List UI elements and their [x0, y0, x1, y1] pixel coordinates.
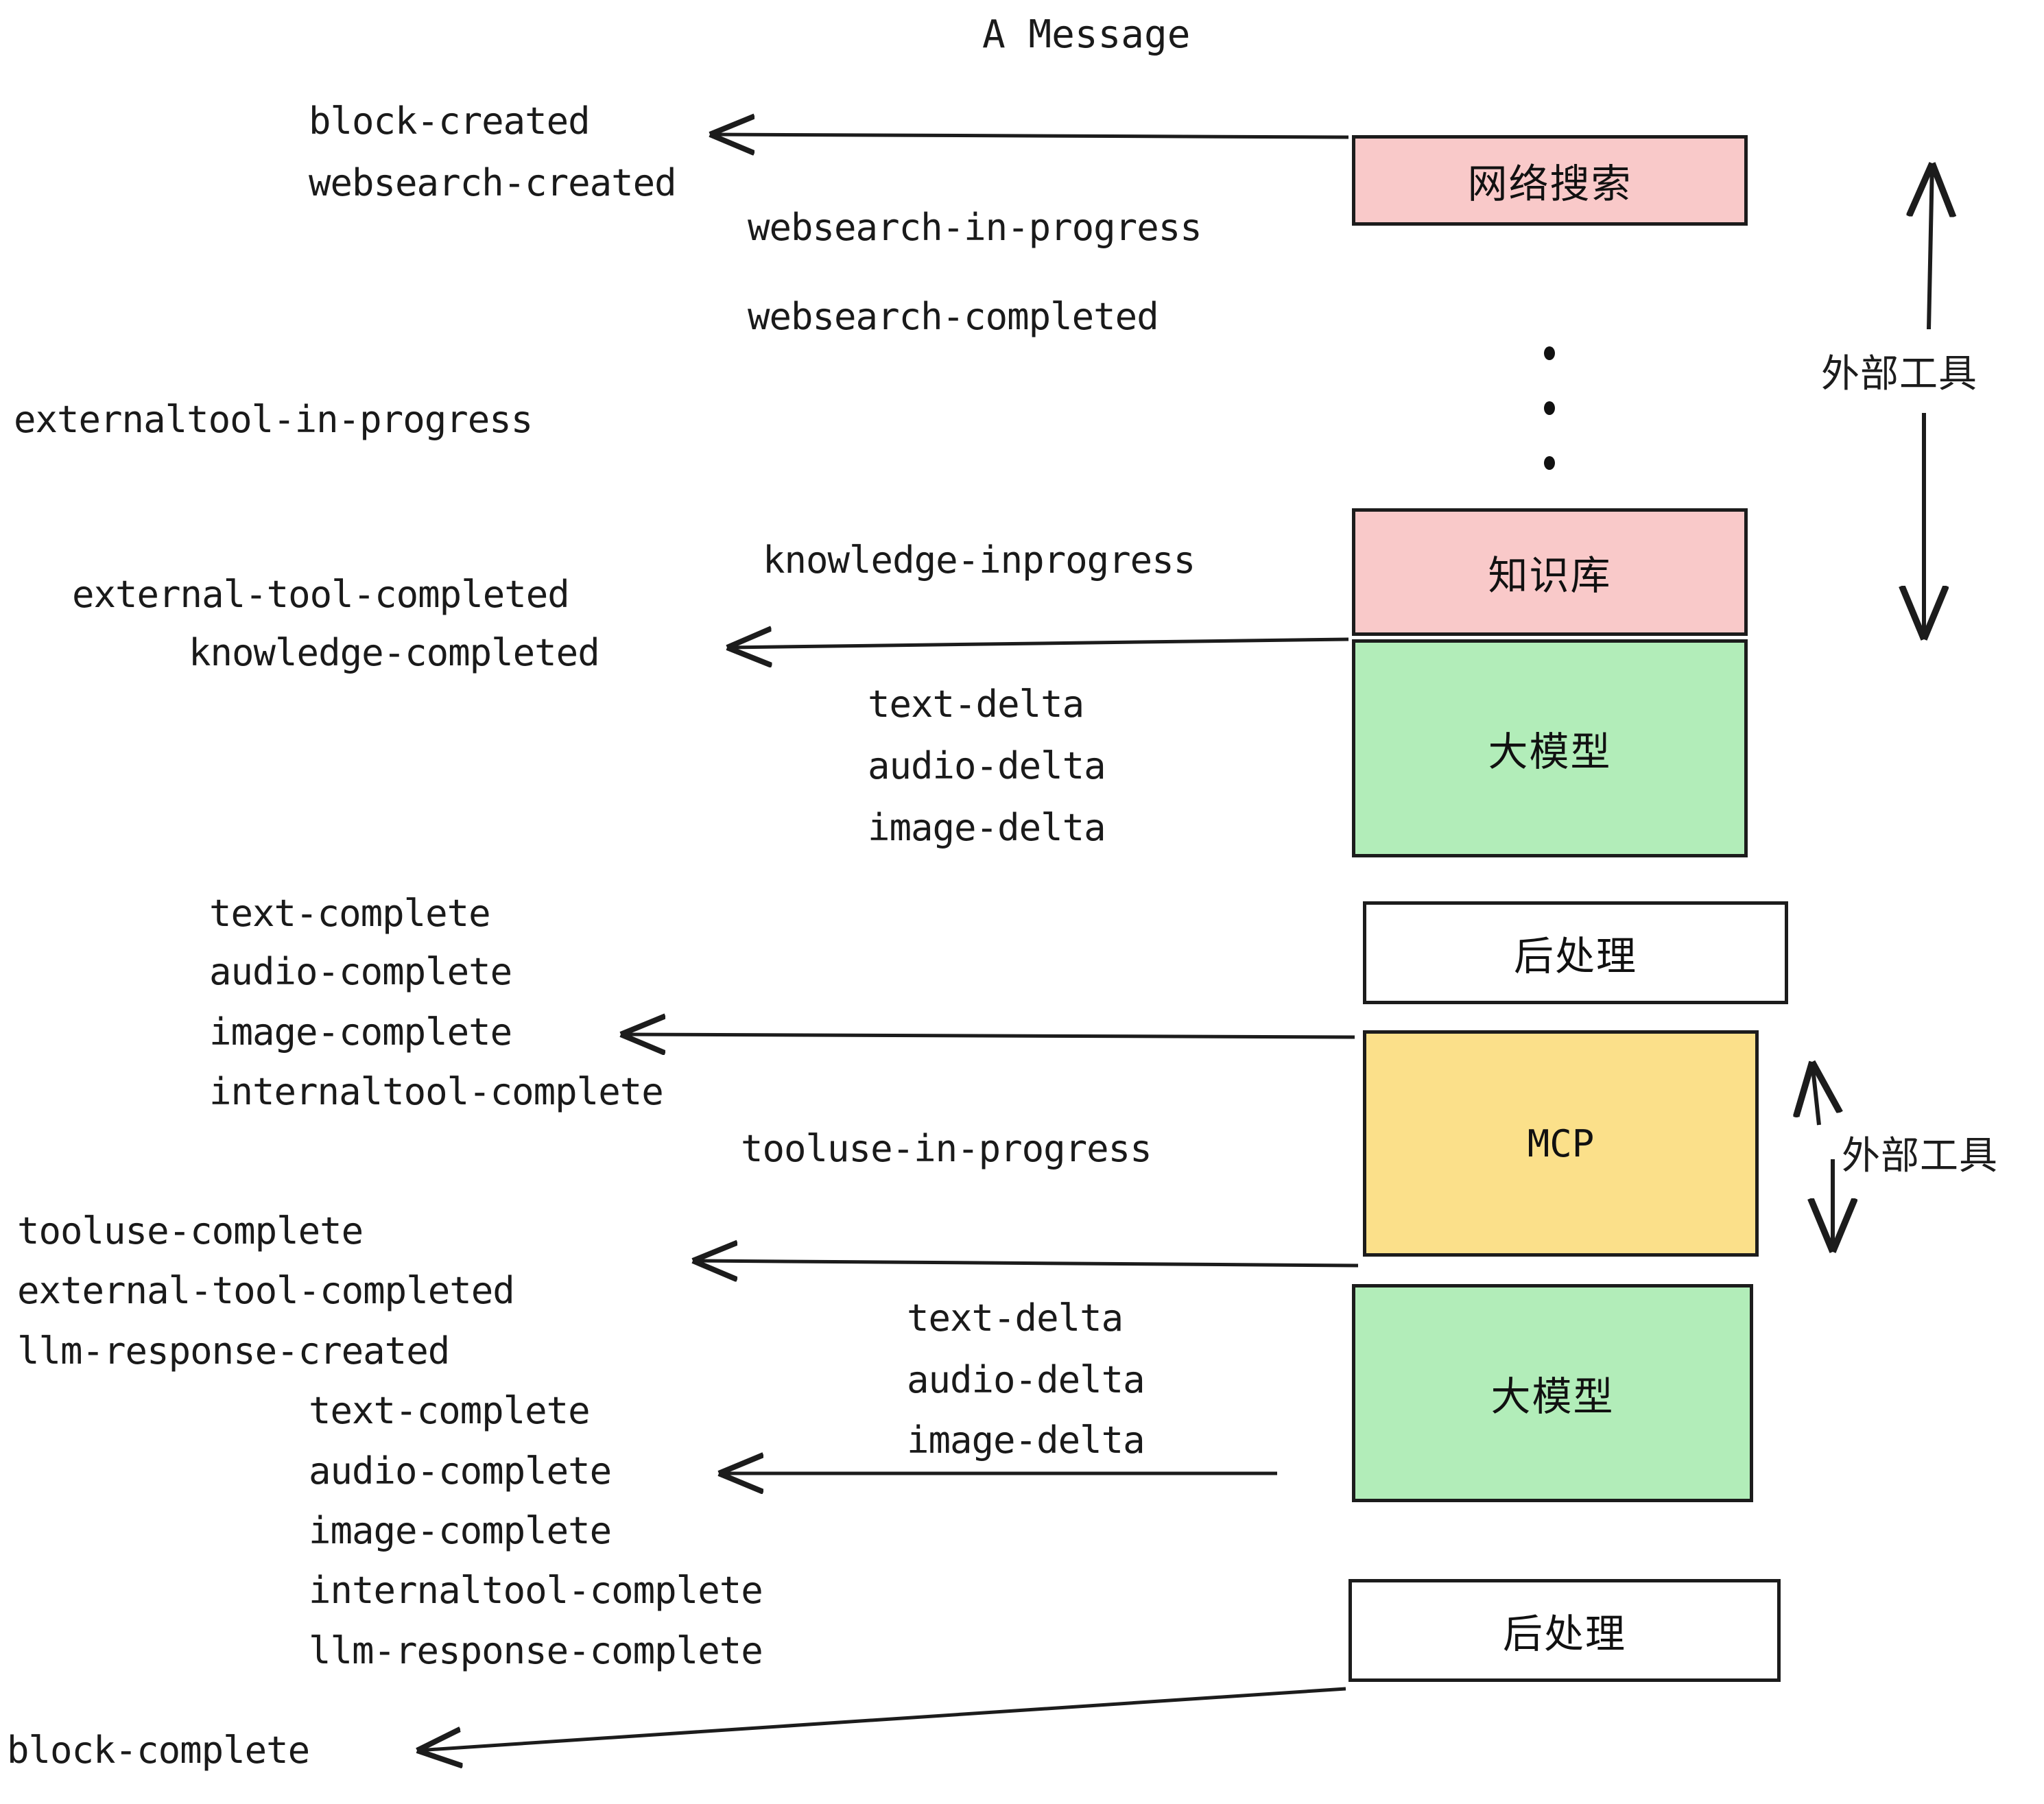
event-label-websearch-in-progress: websearch-in-progress — [748, 206, 1202, 249]
arrow-mcp-to-tooluse-complete — [693, 1261, 1359, 1266]
event-label-websearch-created: websearch-created — [309, 161, 677, 204]
side-label-external-tool-top: 外部工具 — [1821, 352, 1977, 396]
page-title: A Message — [982, 12, 1191, 57]
event-label-llm-response-created: llm-response-created — [17, 1329, 450, 1373]
arrow-knowledge-to-completed — [727, 639, 1349, 648]
arrow-llm1-to-image-complete — [621, 1034, 1355, 1037]
event-label-tooluse-in-progress: tooluse-in-progress — [741, 1127, 1152, 1170]
arrow-postprocess2-to-block-complete — [417, 1687, 1346, 1750]
event-label-audio-complete-2: audio-complete — [309, 1449, 612, 1493]
event-label-tooluse-complete: tooluse-complete — [17, 1209, 364, 1253]
event-label-audio-delta-1: audio-delta — [868, 744, 1106, 787]
box-knowledge: 知识库 — [1352, 508, 1748, 636]
event-label-llm-response-complete: llm-response-complete — [309, 1629, 763, 1672]
event-label-external-tool-completed-2: external-tool-completed — [17, 1269, 515, 1312]
arrow-external-tool-up-top — [1929, 163, 1932, 330]
box-llm-1: 大模型 — [1352, 639, 1748, 857]
event-label-externaltool-in-progress: externaltool-in-progress — [14, 398, 533, 441]
ellipsis-dot — [1544, 456, 1555, 470]
event-label-audio-delta-2: audio-delta — [907, 1358, 1145, 1401]
box-mcp: MCP — [1363, 1030, 1759, 1257]
event-label-block-complete: block-complete — [7, 1729, 310, 1772]
box-llm-2: 大模型 — [1352, 1284, 1753, 1502]
vertical-ellipsis — [1543, 346, 1556, 470]
event-label-text-complete-1: text-complete — [209, 892, 491, 935]
box-postprocess-1: 后处理 — [1363, 901, 1788, 1004]
event-label-knowledge-inprogress: knowledge-inprogress — [763, 538, 1196, 582]
event-label-text-delta-2: text-delta — [907, 1296, 1124, 1340]
box-postprocess-2: 后处理 — [1348, 1579, 1781, 1682]
arrow-websearch-to-created — [710, 134, 1349, 137]
box-websearch: 网络搜索 — [1352, 135, 1748, 226]
event-label-text-delta-1: text-delta — [868, 683, 1084, 726]
arrow-external-tool-up-mcp — [1812, 1062, 1819, 1126]
side-label-external-tool-mcp: 外部工具 — [1842, 1134, 1998, 1178]
event-label-image-delta-1: image-delta — [868, 806, 1106, 849]
event-label-image-complete-1: image-complete — [209, 1010, 512, 1054]
event-label-image-delta-2: image-delta — [907, 1419, 1145, 1462]
event-label-internaltool-complete-1: internaltool-complete — [209, 1070, 664, 1113]
ellipsis-dot — [1544, 401, 1555, 415]
event-label-websearch-completed: websearch-completed — [748, 295, 1159, 338]
event-label-external-tool-completed-1: external-tool-completed — [72, 573, 570, 616]
event-label-knowledge-completed: knowledge-completed — [189, 631, 600, 674]
event-label-image-complete-2: image-complete — [309, 1509, 612, 1552]
event-label-audio-complete-1: audio-complete — [209, 950, 512, 993]
event-label-internaltool-complete-2: internaltool-complete — [309, 1569, 763, 1612]
event-label-text-complete-2: text-complete — [309, 1389, 591, 1432]
ellipsis-dot — [1544, 346, 1555, 360]
event-label-block-created: block-created — [309, 99, 591, 143]
